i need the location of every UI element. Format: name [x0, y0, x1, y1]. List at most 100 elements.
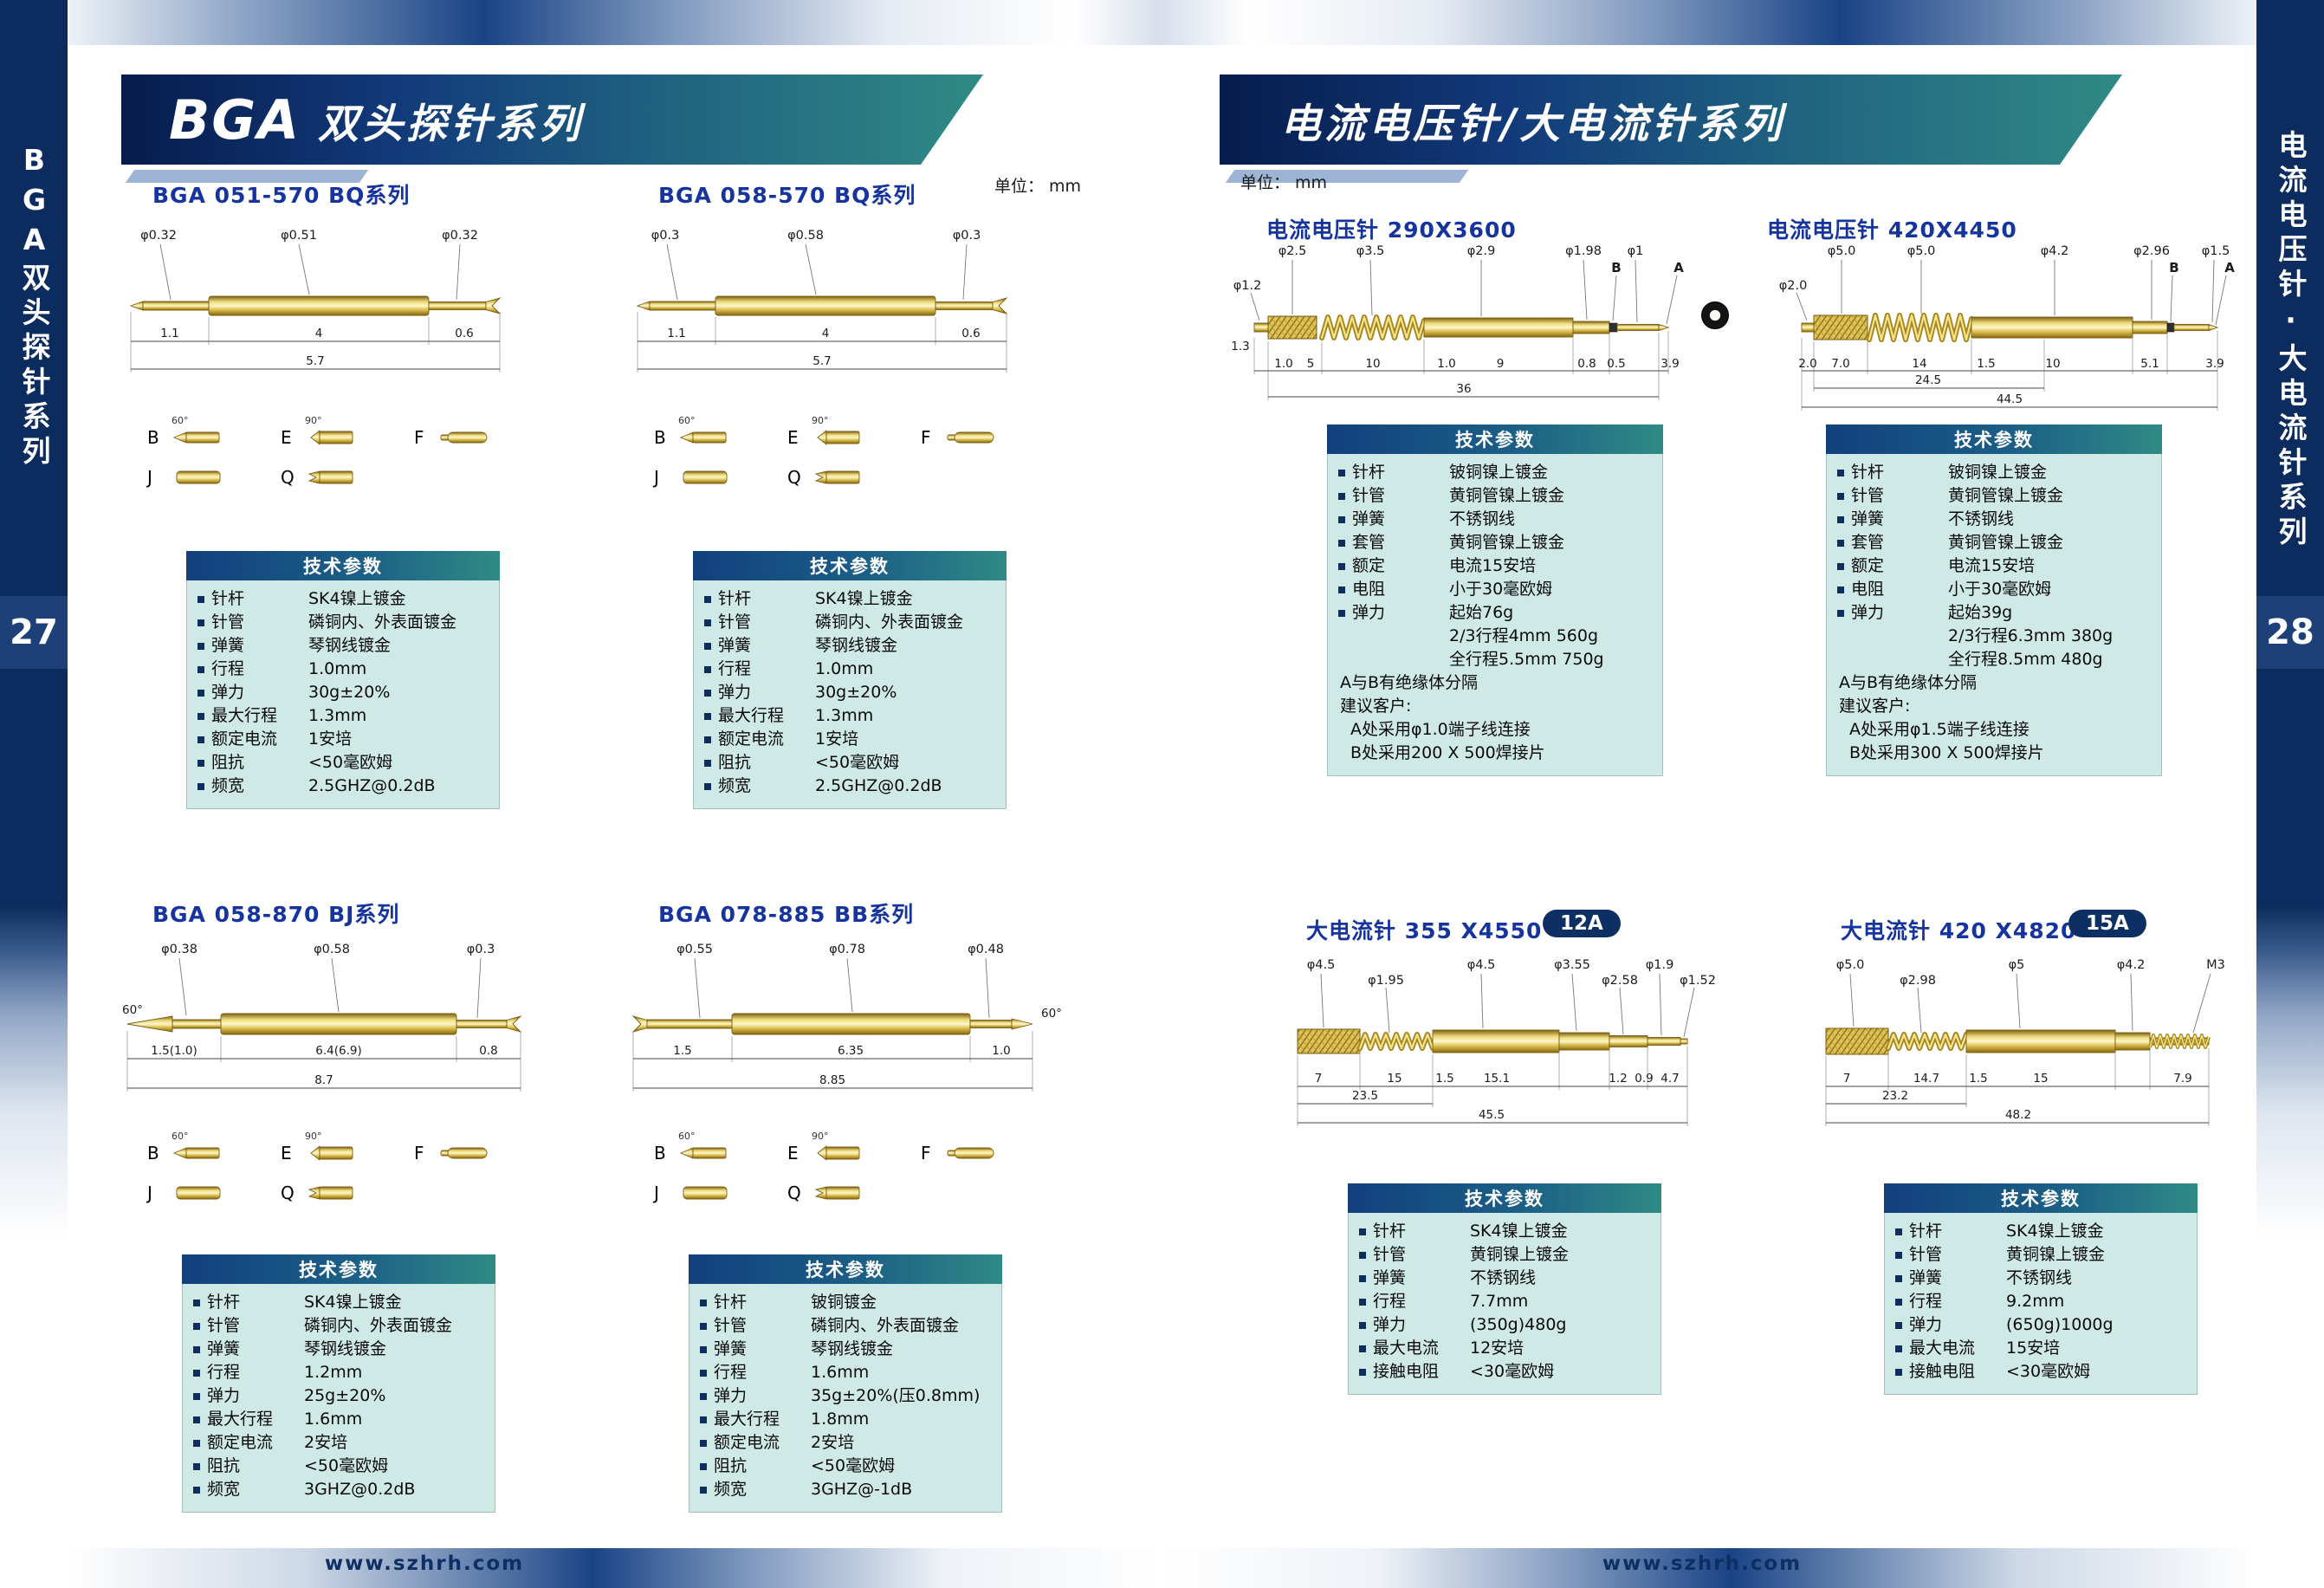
tip-letter: B [147, 427, 159, 448]
diameter-label: φ2.58 [1602, 974, 1638, 988]
spec-row: 接触电阻<30毫欧姆 [1895, 1360, 2188, 1384]
tip-letter: J [654, 1183, 659, 1203]
tip-shape-e-icon [310, 1145, 353, 1161]
tip-shape-q-icon [814, 1186, 860, 1200]
diameter-label: φ1.52 [1680, 974, 1715, 988]
diameter-label: φ4.5 [1467, 958, 1496, 972]
unit-text: 单位： [994, 177, 1045, 196]
dim-label: 1.5 [1977, 357, 1995, 371]
diameter-label: φ0.51 [281, 229, 317, 243]
diameter-label: φ0.38 [161, 943, 197, 956]
diameter-label: φ0.3 [467, 943, 495, 956]
tip-shape-b-icon [679, 1147, 727, 1159]
drawing-bga-058-870: 60° φ0.38 φ0.58 φ0.3 1.5(1.0) 6.4(6.9) 0… [122, 943, 522, 1092]
dim-label: 15.1 [1484, 1072, 1510, 1086]
tip-shape-e-icon [817, 430, 860, 445]
tip-angle: 60° [172, 415, 189, 426]
tip-shape-b-icon [172, 431, 220, 444]
tip-shape-b-icon [679, 431, 727, 444]
tip-shape-f-icon [947, 1147, 994, 1159]
dim-total: 44.5 [1997, 392, 2023, 406]
diameter-label: φ4.2 [2041, 244, 2069, 258]
drawing-hcp-420x4820: φ5.0 φ2.98 φ5 φ4.2 M3 7 14.7 1.5 15 7.9 … [1825, 958, 2225, 1126]
drawing-bga-051-570: φ0.32 φ0.51 φ0.32 1.1 4 0.6 5.7 [129, 229, 502, 373]
tip-angle: 90° [305, 415, 322, 426]
diameter-label: φ0.32 [140, 229, 177, 243]
diameter-label: φ2.9 [1467, 244, 1496, 258]
spec-row: 阻抗<50毫欧姆 [700, 1455, 993, 1478]
dim-label: 15 [2033, 1072, 2048, 1086]
tip-shape-j-icon [176, 470, 221, 484]
banner-brand: BGA [169, 88, 301, 152]
diameter-label: φ5.0 [1828, 244, 1856, 258]
dim-label: 1.0 [992, 1044, 1010, 1058]
leader-lines [1796, 259, 2227, 326]
diameter-label: φ1 [1628, 244, 1644, 258]
dimension-lines [632, 1031, 1033, 1092]
website-url[interactable]: www.szhrh.com [324, 1552, 525, 1575]
spec-row: 针管黄铜管镍上镀金 [1837, 484, 2152, 508]
left-rail-title: BGA双头探针系列 [17, 143, 51, 470]
pin-shape [636, 295, 1008, 316]
top-strip-right [1162, 0, 2256, 45]
dim-label: 1.5 [1435, 1072, 1453, 1086]
spec-row: 针管磷铜内、外表面镀金 [700, 1314, 993, 1338]
diameter-label: φ3.55 [1554, 958, 1590, 972]
banner-title: 双头探针系列 [318, 100, 584, 148]
spec-note: A处采用φ1.0端子线连接 [1350, 720, 1531, 739]
dim-label: 7 [1843, 1072, 1851, 1086]
spec-row: 针管黄铜镍上镀金 [1359, 1243, 1652, 1267]
point-label-b: B [2169, 260, 2178, 275]
tip-letter: Q [281, 467, 295, 488]
dim-label: 0.8 [1577, 357, 1596, 371]
page-banner: BGA 双头探针系列 [121, 75, 983, 165]
tip-style-f: F [921, 1142, 999, 1164]
diameter-label: φ0.3 [651, 229, 680, 243]
page-banner: 电流电压针/大电流针系列 [1220, 75, 2122, 165]
pin-shape [1297, 1028, 1688, 1054]
website-url[interactable]: www.szhrh.com [1602, 1552, 1803, 1575]
tip-style-f: F [921, 426, 999, 449]
diameter-label: φ0.3 [953, 229, 981, 243]
pin-shape [129, 295, 502, 316]
diameter-label: φ2.96 [2133, 244, 2170, 258]
product-title-r2: 电流电压针 420X4450 [1767, 217, 2017, 243]
leader-lines [159, 243, 461, 301]
tip-letter: B [654, 427, 666, 448]
tip-angle: 90° [812, 1131, 829, 1142]
spec-row: 弹力(650g)1000g [1895, 1313, 2188, 1337]
spec-row: 针杆铍铜镀金 [700, 1291, 993, 1314]
point-label-a: A [1673, 260, 1684, 275]
dim-label: 1.5 [673, 1044, 691, 1058]
spec-row: 针管黄铜镍上镀金 [1895, 1243, 2188, 1267]
diameter-label: φ0.58 [314, 943, 350, 956]
angle-label: 60° [122, 1003, 143, 1017]
dim-label: 4.7 [1660, 1072, 1679, 1086]
spec-note: A与B有绝缘体分隔 [1340, 673, 1479, 692]
spec-row: 阻抗<50毫欧姆 [193, 1455, 486, 1478]
tip-style-f: F [414, 426, 492, 449]
dim-total: 8.85 [819, 1073, 845, 1087]
diameter-label: φ2.98 [1900, 974, 1936, 988]
tip-letter: E [787, 1143, 799, 1163]
product-title-r4: 大电流针 420 X4820 [1841, 918, 2077, 943]
tip-letter: J [147, 467, 152, 488]
dimension-lines [130, 312, 501, 373]
tip-shape-b-icon [172, 1147, 220, 1159]
